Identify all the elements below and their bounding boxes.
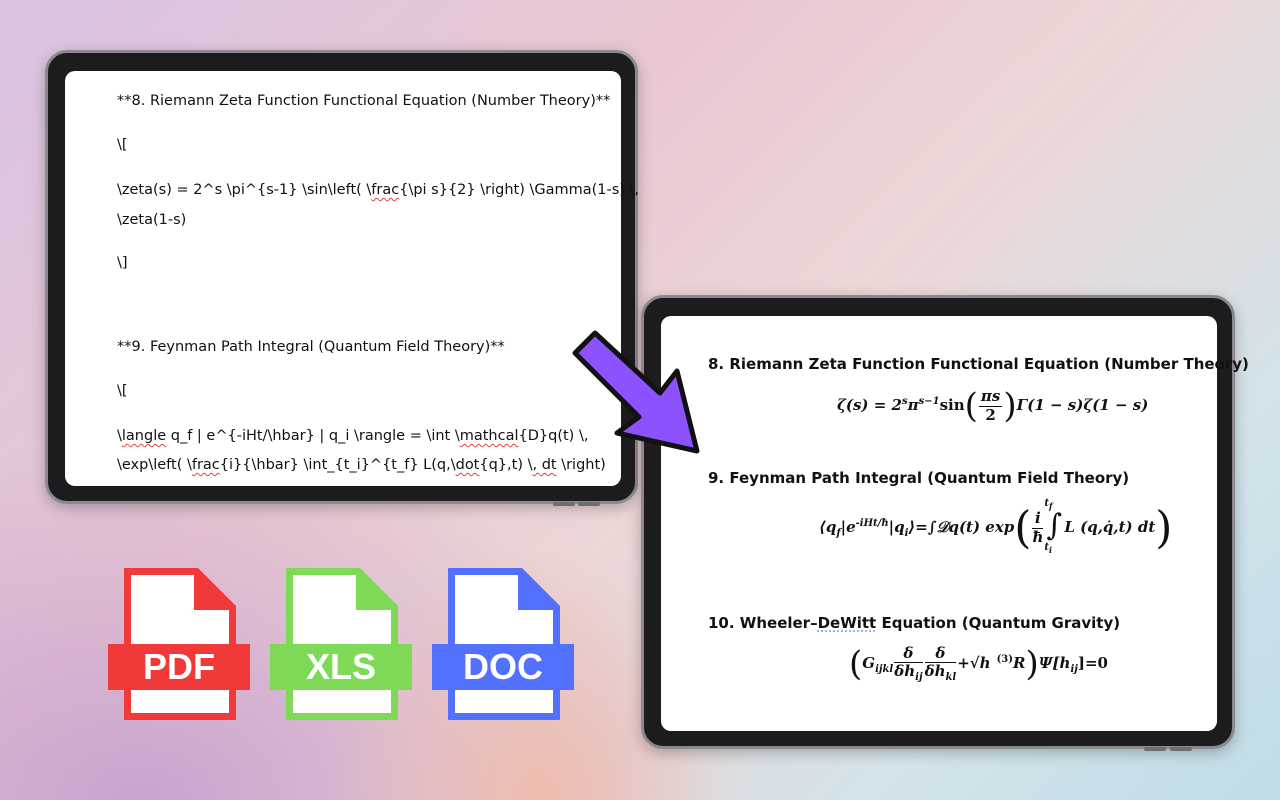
source-line: \exp\left( \frac{i}{\hbar} \int_{t_i}^{t… [117, 457, 606, 473]
source-line: \zeta(s) = 2^s \pi^{s-1} \sin\left( \fra… [117, 182, 640, 198]
doc-label: DOC [463, 646, 543, 687]
conversion-arrow-icon [572, 330, 700, 454]
tablet-button [578, 502, 600, 506]
tablet-button [1170, 747, 1192, 751]
source-document: **8. Riemann Zeta Function Functional Eq… [65, 71, 639, 486]
source-line: \langle q_f | e^{-iHt/\hbar} | q_i \rang… [117, 428, 589, 444]
xls-file-icon: XLS [270, 568, 412, 725]
pdf-file-icon: PDF [108, 568, 250, 725]
source-line: **8. Riemann Zeta Function Functional Eq… [117, 93, 611, 109]
section-heading-10: 10. Wheeler–DeWitt Equation (Quantum Gra… [708, 614, 1121, 632]
source-line: \zeta(1-s) [117, 212, 187, 228]
section-heading-9: 9. Feynman Path Integral (Quantum Field … [708, 469, 1130, 487]
tablet-button [553, 502, 575, 506]
rendered-tablet: 8. Riemann Zeta Function Functional Equa… [641, 295, 1249, 751]
source-line: **9. Feynman Path Integral (Quantum Fiel… [117, 339, 505, 355]
rendered-document: 8. Riemann Zeta Function Functional Equa… [661, 316, 1249, 731]
pdf-label: PDF [143, 646, 215, 687]
tablet-button [1144, 747, 1166, 751]
source-line: \] [117, 255, 128, 271]
section-heading-8: 8. Riemann Zeta Function Functional Equa… [708, 355, 1249, 373]
source-tablet: **8. Riemann Zeta Function Functional Eq… [45, 50, 639, 506]
doc-file-icon: DOC [432, 568, 574, 725]
source-line: \[ [117, 137, 128, 153]
source-line: \[ [117, 383, 128, 399]
xls-label: XLS [305, 646, 376, 687]
